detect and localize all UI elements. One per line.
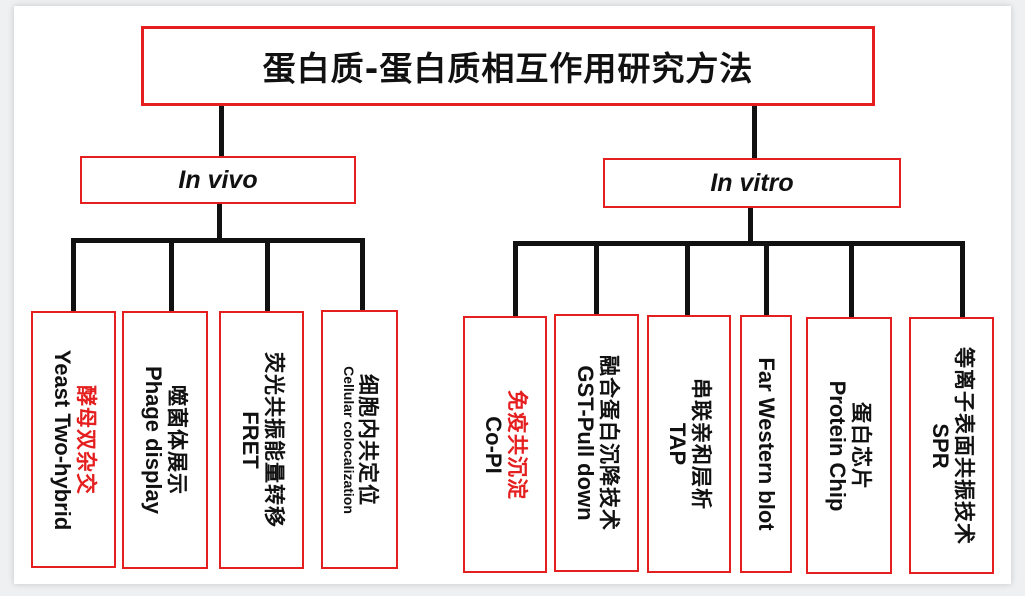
connector-invivo-bus	[71, 238, 365, 243]
method-en-label: TAP	[665, 422, 691, 466]
method-box-far-western-blot: Far Western blot	[740, 315, 792, 573]
method-en-label: SPR	[928, 422, 954, 469]
in-vivo-label: In vivo	[178, 165, 258, 194]
connector-invivo-drop-2	[169, 238, 174, 312]
method-en-label: Yeast Two-hybrid	[50, 349, 76, 530]
method-box-protein-chip: 蛋白芯片 Protein Chip	[806, 317, 892, 574]
method-box-fret: 荧光共振能量转移 FRET	[219, 311, 304, 569]
method-cn-label: 噬菌体展示	[165, 384, 190, 495]
method-en-label: Cellular colocalization	[340, 365, 357, 514]
connector-title-left	[219, 102, 224, 162]
method-en-label: FRET	[238, 411, 264, 469]
title-box: 蛋白质-蛋白质相互作用研究方法	[141, 26, 875, 106]
method-box-co-pi: 免疫共沉淀 Co-PI	[463, 316, 547, 573]
connector-invitro-bus	[513, 241, 965, 246]
method-en-label: Co-PI	[481, 415, 507, 474]
connector-title-right	[752, 102, 757, 165]
in-vitro-label: In vitro	[710, 168, 794, 197]
in-vitro-box: In vitro	[603, 158, 901, 208]
connector-invitro-down	[748, 207, 753, 243]
method-en-label: Phage display	[141, 366, 167, 514]
diagram-canvas: 蛋白质-蛋白质相互作用研究方法 In vivo In vitro 酵母双杂交 Y…	[14, 6, 1011, 584]
method-cn-label: 免疫共沉淀	[505, 389, 530, 500]
method-en-label: Protein Chip	[825, 380, 851, 511]
method-cn-label: 酵母双杂交	[73, 384, 98, 495]
method-box-phage-display: 噬菌体展示 Phage display	[122, 311, 208, 569]
method-cn-label: 等离子表面共振技术	[951, 346, 976, 545]
connector-invitro-drop-4	[764, 241, 769, 317]
method-box-cellular-colocalization: 细胞内共定位 Cellular colocalization	[321, 310, 398, 569]
method-box-spr: 等离子表面共振技术 SPR	[909, 317, 994, 574]
method-box-tap: 串联亲和层析 TAP	[647, 315, 731, 573]
connector-invitro-drop-6	[960, 241, 965, 317]
connector-invivo-drop-1	[71, 238, 76, 312]
method-cn-label: 串联亲和层析	[689, 378, 714, 510]
connector-invivo-down	[217, 202, 222, 240]
connector-invitro-drop-5	[849, 241, 854, 317]
connector-invitro-drop-3	[685, 241, 690, 317]
method-box-yeast-two-hybrid: 酵母双杂交 Yeast Two-hybrid	[31, 311, 116, 568]
connector-invivo-drop-4	[360, 238, 365, 312]
method-en-label: Far Western blot	[753, 357, 779, 531]
connector-invitro-drop-2	[594, 241, 599, 317]
method-cn-label: 蛋白芯片	[849, 401, 874, 490]
method-cn-label: 细胞内共定位	[355, 373, 380, 506]
in-vivo-box: In vivo	[80, 156, 356, 204]
method-en-label: GST-Pull down	[573, 365, 599, 521]
method-cn-label: 融合蛋白沉降技术	[596, 355, 621, 531]
connector-invitro-drop-1	[513, 241, 518, 317]
diagram-title: 蛋白质-蛋白质相互作用研究方法	[262, 49, 754, 88]
method-cn-label: 荧光共振能量转移	[261, 352, 286, 528]
connector-invivo-drop-3	[265, 238, 270, 312]
method-box-gst-pull-down: 融合蛋白沉降技术 GST-Pull down	[554, 314, 639, 572]
